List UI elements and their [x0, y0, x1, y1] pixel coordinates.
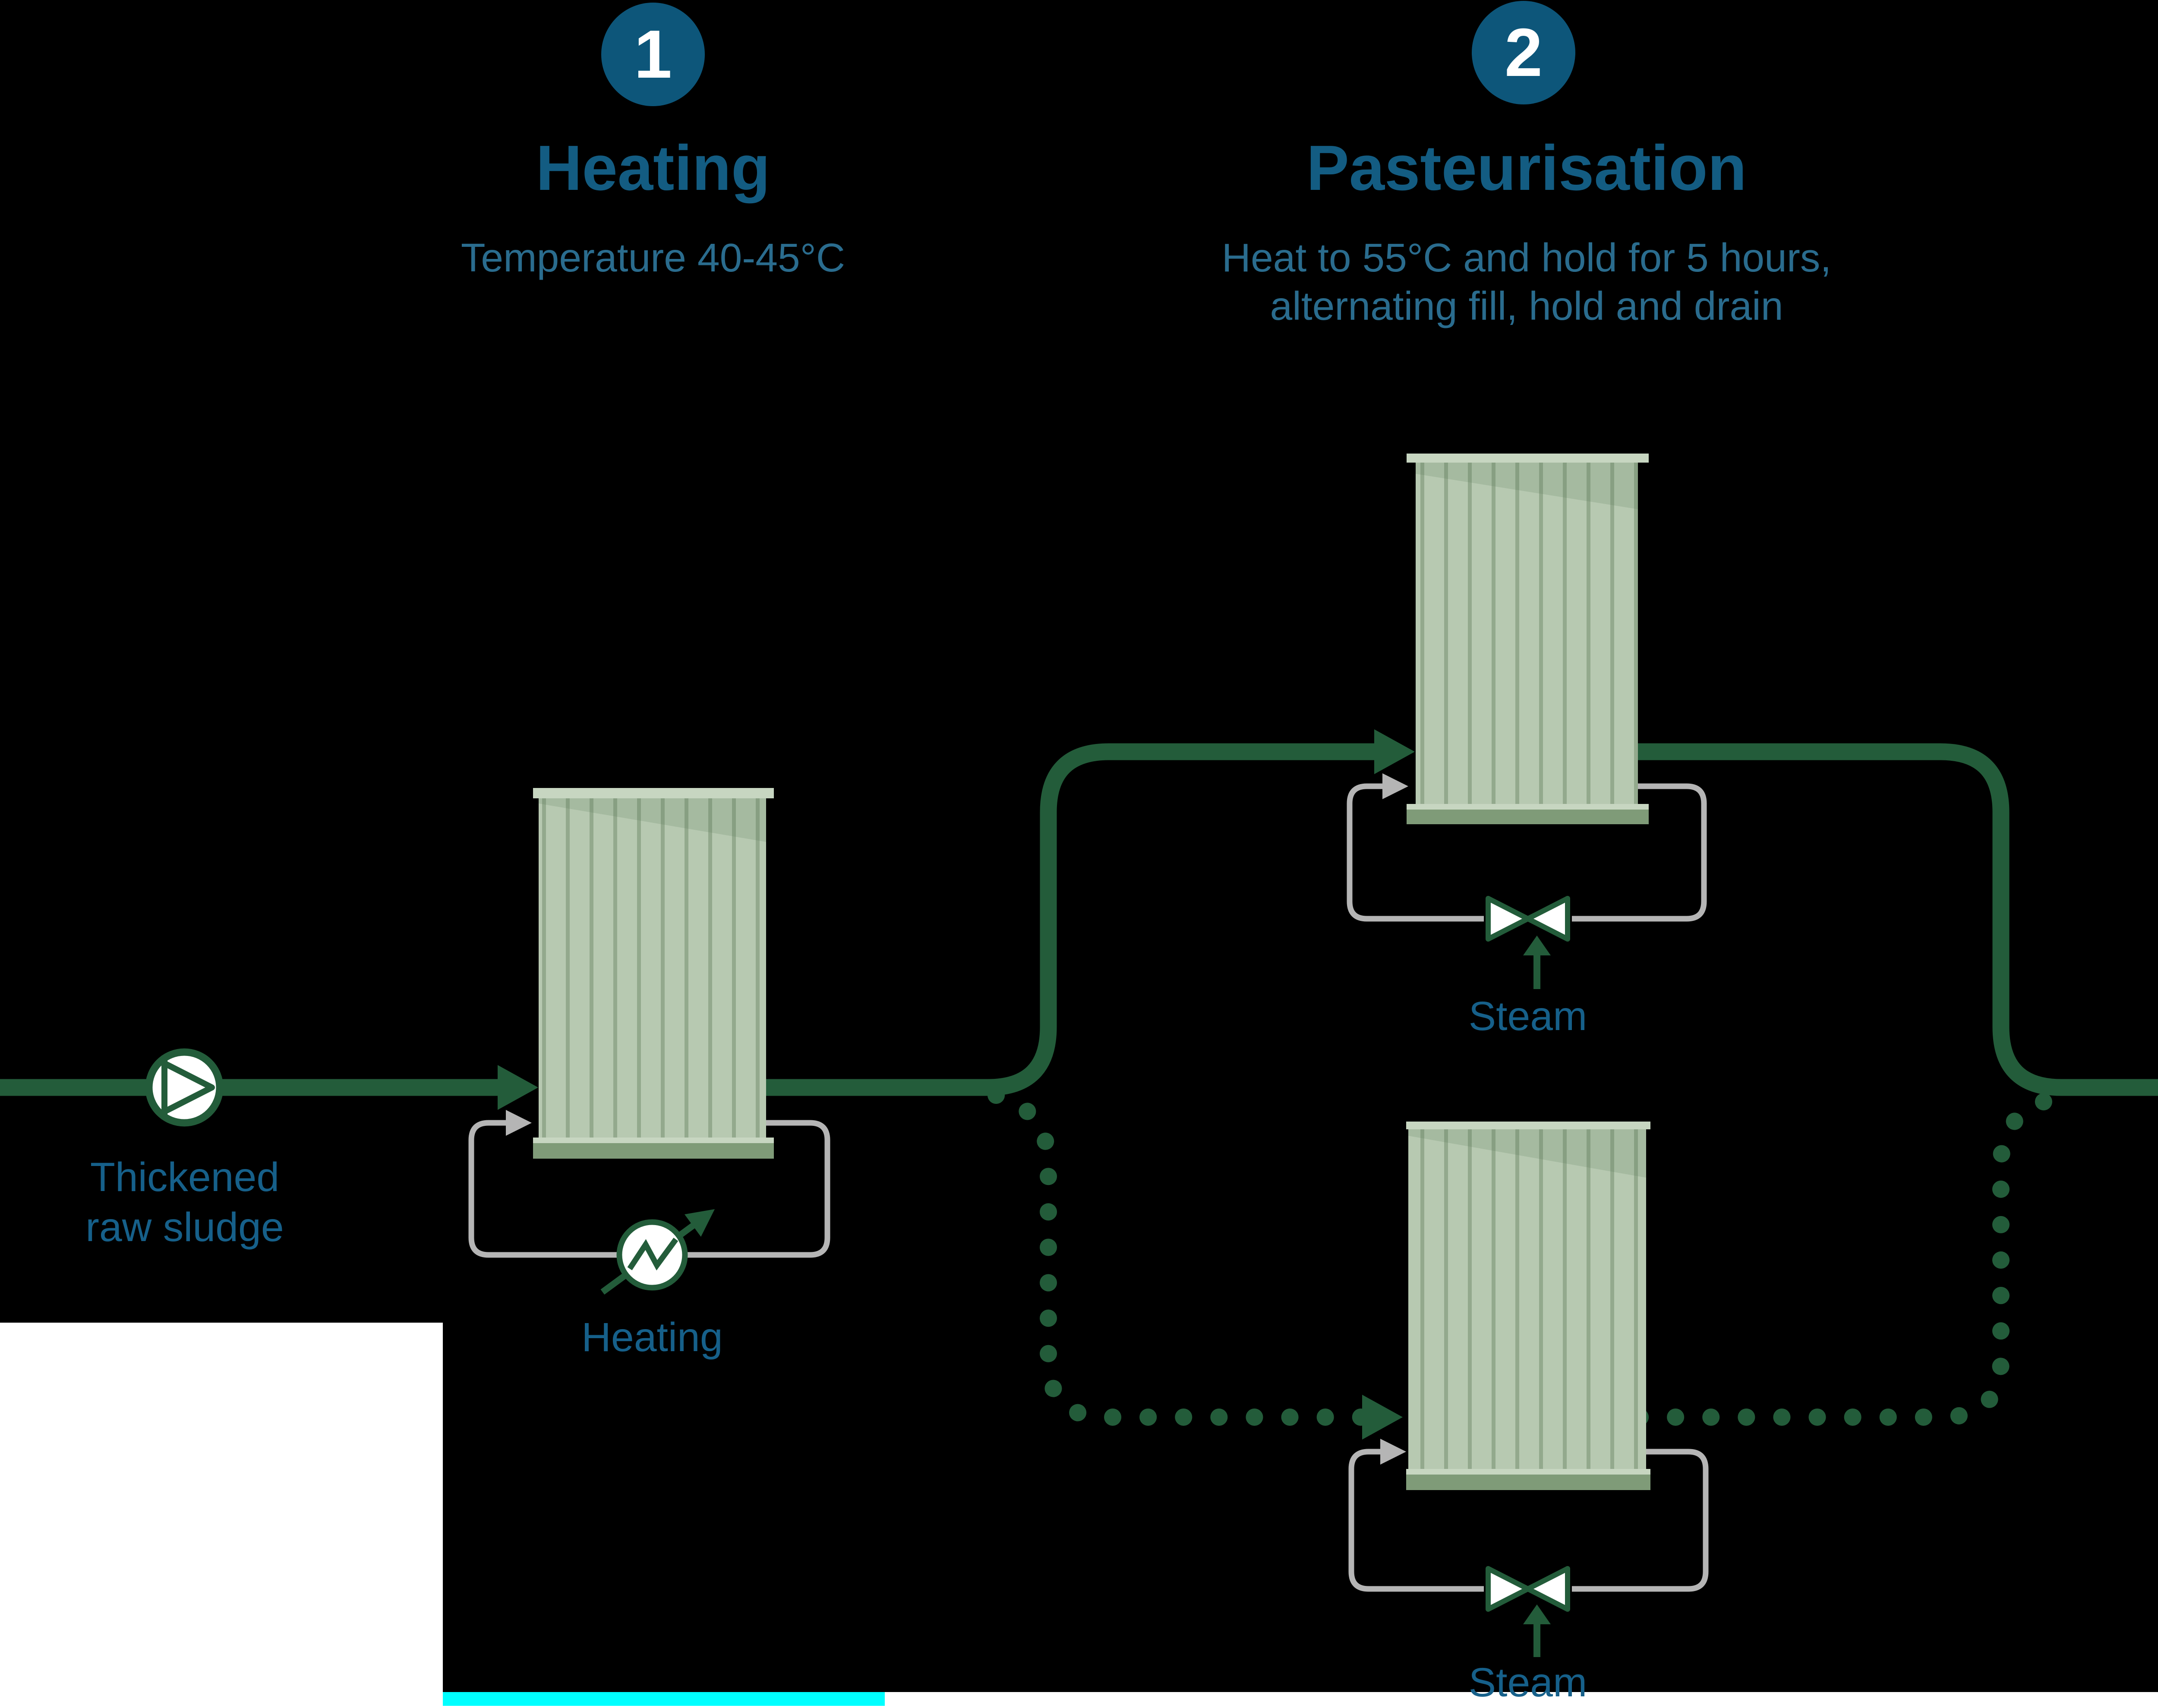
label-steam-bottom: Steam	[1468, 1660, 1587, 1705]
label-heating-exchanger: Heating	[581, 1314, 723, 1360]
step-title-pasteurisation: Pasteurisation	[1306, 132, 1747, 204]
flow-line-tank1-to-tank2	[766, 743, 1374, 1096]
tank-top-cap	[533, 788, 774, 798]
loop-arrow-icon-tank3	[1380, 1439, 1406, 1465]
tank-base-light	[1407, 804, 1649, 810]
step-subtitle-hydrolysis: Temperature 42°C 1-2 days HRT, variable …	[2123, 234, 2158, 330]
flow-line-tank2-to-hydrolysis	[1638, 743, 2158, 1096]
tank-stripes	[539, 798, 766, 1138]
pasteurisation-tank-top	[1407, 454, 1649, 824]
main-flow-line	[0, 729, 2158, 1110]
dotted-line-from-bottom-tank	[1631, 1088, 2074, 1426]
steam-valve-icon-bottom	[1486, 1566, 1570, 1657]
steam-loop-top-right	[1572, 783, 1707, 922]
steam-valve-icon-top	[1486, 896, 1570, 989]
loop-arrow-icon-tank1	[506, 1110, 532, 1136]
tank-top-cap	[1407, 454, 1649, 463]
steam-arrow-icon	[1523, 936, 1551, 955]
dotted-line-to-bottom-tank	[988, 1087, 1371, 1426]
steam-loop-bottom-right	[1572, 1449, 1709, 1592]
step-title-hydrolysis: Hydrolysis	[2123, 135, 2158, 202]
tank-stripes	[1408, 1129, 1646, 1469]
tank-base-light	[533, 1138, 774, 1143]
step-title-heating: Heating	[536, 132, 770, 204]
step-subtitle-pasteurisation: Heat to 55°C and hold for 5 hours, alter…	[1221, 235, 1832, 328]
label-steam-top: Steam	[1468, 993, 1587, 1039]
step-subtitle-heating: Temperature 40-45°C	[461, 235, 846, 280]
steam-loop-top-left	[1347, 783, 1484, 922]
heating-arrow-icon	[685, 1209, 715, 1237]
step-number-badge-1: 1	[601, 3, 705, 106]
step-number-badge-2: 2	[1472, 1, 1575, 104]
pump-icon-inlet	[145, 1048, 224, 1127]
bottom-highlight-bar-left	[443, 1692, 885, 1706]
tank-base-dark	[1406, 1475, 1650, 1490]
steam-loop-bottom-left	[1348, 1449, 1484, 1592]
flow-arrow-icon-tank1	[498, 1065, 538, 1110]
heating-exchanger-icon	[600, 1209, 715, 1295]
label-thickened-raw-sludge: Thickened raw sludge	[85, 1154, 284, 1250]
tank-base-dark	[533, 1143, 774, 1159]
tank-top-cap	[1406, 1122, 1650, 1129]
pasteurisation-tank-bottom	[1406, 1122, 1650, 1490]
loop-arrow-icon-tank2	[1382, 773, 1408, 799]
flow-arrow-icon-tank2	[1374, 729, 1415, 774]
tank-base-dark	[1407, 810, 1649, 824]
tank-stripes	[1416, 463, 1638, 804]
steam-arrow-icon	[1523, 1604, 1551, 1624]
tank-base-light	[1406, 1469, 1650, 1475]
bypass-dotted-line	[988, 1087, 2074, 1440]
heating-tank	[533, 788, 774, 1159]
dotted-arrow-icon-tank3	[1362, 1395, 1403, 1440]
background-panel-left	[0, 0, 443, 1323]
